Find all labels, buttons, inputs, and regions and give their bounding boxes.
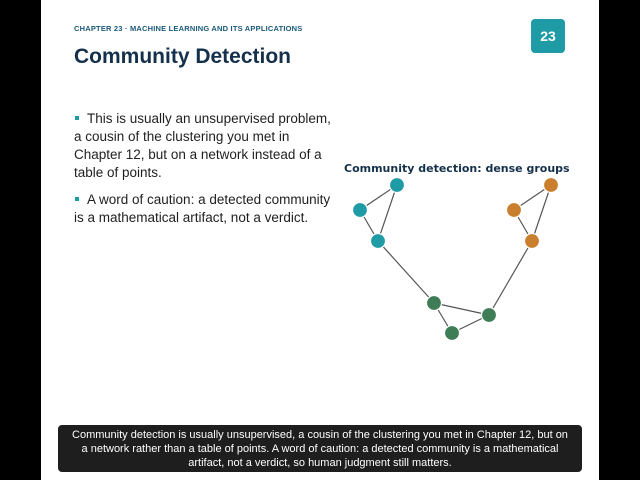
graph-edge [531,184,552,242]
slide: CHAPTER 23 · MACHINE LEARNING AND ITS AP… [41,0,599,480]
bullet-text: This is usually an unsupervised problem,… [74,111,331,180]
bullet-item: This is usually an unsupervised problem,… [74,110,334,182]
graph-node-teal [351,201,369,219]
graph-nodes [351,176,560,342]
graph-edge [377,184,398,242]
graph-edge [488,240,533,316]
graph-node-teal [369,232,387,250]
chapter-label: CHAPTER 23 · MACHINE LEARNING AND ITS AP… [74,24,303,33]
graph-node-green [425,294,443,312]
graph-node-orange [542,176,560,194]
graph-node-green [480,306,498,324]
bullet-list: This is usually an unsupervised problem,… [74,110,334,236]
bullet-item: A word of caution: a detected community … [74,191,334,227]
community-graph: Community detection: dense groups [344,162,570,342]
bullet-text: A word of caution: a detected community … [74,192,331,225]
bullet-square-icon [75,115,79,120]
graph-edge [377,240,435,304]
page-number-badge: 23 [531,19,565,53]
graph-edge [433,302,490,316]
graph-edges [359,184,552,334]
graph-node-green [443,324,461,342]
subtitle-caption: Community detection is usually unsupervi… [58,425,582,472]
slide-title: Community Detection [74,45,292,68]
bullet-square-icon [75,196,79,201]
graph-node-orange [505,201,523,219]
graph-title: Community detection: dense groups [344,162,570,175]
graph-node-orange [523,232,541,250]
graph-node-teal [388,176,406,194]
